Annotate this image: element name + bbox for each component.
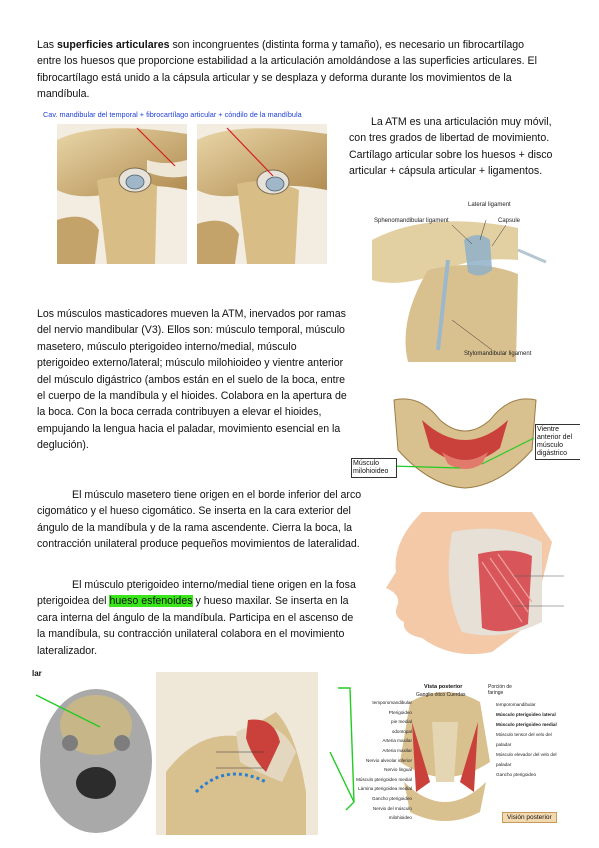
paragraph-atm: La ATM es una articulación muy móvil, co… <box>349 114 571 180</box>
fragment-label: lar <box>32 669 42 678</box>
posterior-top-right: Porción de faringe <box>488 684 512 696</box>
ligaments-illustration <box>368 200 564 362</box>
mandible-illustration <box>389 398 537 489</box>
posterior-badge: Visión posterior <box>502 812 557 823</box>
left-label: Nervio lingual <box>384 767 412 773</box>
label-vientre-anterior: Vientre anterior del músculo digástrico <box>535 424 580 460</box>
left-label: pie medial <box>391 719 412 725</box>
label-capsule: Capsule <box>498 218 521 224</box>
left-label: Lámina pterigoidea medial <box>358 786 412 792</box>
paragraph-musculos: Los músculos masticadores mueven la ATM,… <box>37 306 347 454</box>
intro-bold: superficies articulares <box>57 39 170 51</box>
right-label: Músculo pterigoideo medial <box>496 722 557 727</box>
masetero-text: El músculo masetero tiene origen en el b… <box>37 489 362 551</box>
pterigoideo-after: y hueso maxilar. Se inserta en la cara i… <box>37 595 354 657</box>
right-label: Músculo pterigoideo lateral <box>496 712 556 717</box>
left-label: Músculo pterigoideo medial <box>356 776 412 782</box>
figure-mandible-medial <box>156 672 318 835</box>
tmj-caption: Cav. mandibular del temporal + fibrocart… <box>43 110 302 119</box>
posterior-view-illustration <box>320 682 570 830</box>
figure-tmj-ligaments: Lateral ligament Sphenomandibular ligame… <box>368 200 564 362</box>
label-musculo-milohioideo: Músculo milohioideo <box>351 458 397 478</box>
right-label: temporomandibular <box>496 702 536 707</box>
figure-masseter-profile <box>382 512 572 660</box>
figure-skull-base: lar <box>30 665 154 835</box>
skull-base-illustration <box>35 689 152 833</box>
highlight-hueso-esfenoides: hueso esfenoides <box>109 595 193 608</box>
masseter-illustration <box>382 512 572 660</box>
left-label: Arteria maxilar <box>382 747 412 753</box>
left-label: Nervio alveolar inferior <box>366 757 412 763</box>
intro-rest: son incongruentes (distinta forma y tama… <box>37 39 537 101</box>
left-label: Nervio del músculo milohioideo <box>372 805 412 821</box>
left-label: Arteria maxilar <box>382 738 412 744</box>
figure-tmj-cross-section: Cav. mandibular del temporal + fibrocart… <box>37 108 337 268</box>
label-stylomandibular-ligament: Stylomandibular ligament <box>464 351 532 357</box>
pterigoideo-before: El músculo pterigoideo interno/medial ti… <box>37 579 356 608</box>
paragraph-pterigoideo: El músculo pterigoideo interno/medial ti… <box>37 577 357 659</box>
posterior-subtitle: Ganglio ótico Cuerdas <box>416 692 466 698</box>
figure-posterior-view: Vista posterior Ganglio ótico Cuerdas Po… <box>320 682 570 830</box>
atm-text: La ATM es una articulación muy móvil, co… <box>349 116 553 178</box>
posterior-right-labels: temporomandibular Músculo pterigoideo la… <box>496 700 566 780</box>
label-sphenomandibular-ligament: Sphenomandibular ligament <box>374 218 449 224</box>
musculos-text: Los músculos masticadores mueven la ATM,… <box>37 308 347 452</box>
mandible-medial-illustration <box>156 672 318 835</box>
left-label: temporomandibular <box>372 700 412 705</box>
right-label: Músculo elevador del velo del paladar <box>496 752 557 767</box>
left-label: Gancho pterigoideo <box>371 795 412 801</box>
figure-mandible-floor: Músculo milohioideo Vientre anterior del… <box>350 390 580 496</box>
right-label: Gancho pterigoideo <box>496 772 537 777</box>
right-label: Músculo tensor del velo del paladar <box>496 732 552 747</box>
posterior-title: Vista posterior <box>424 684 463 690</box>
left-label: odontopal <box>391 728 412 734</box>
left-label: Pterigoideo <box>388 709 412 715</box>
paragraph-masetero: El músculo masetero tiene origen en el b… <box>37 487 372 553</box>
intro-lead: Las <box>37 39 58 51</box>
tmj-illustration <box>57 124 327 264</box>
label-lateral-ligament: Lateral ligament <box>468 202 511 208</box>
posterior-left-labels: temporomandibular Pterigoideo pie medial… <box>356 698 412 823</box>
paragraph-intro: Las superficies articulares son incongru… <box>37 37 549 103</box>
